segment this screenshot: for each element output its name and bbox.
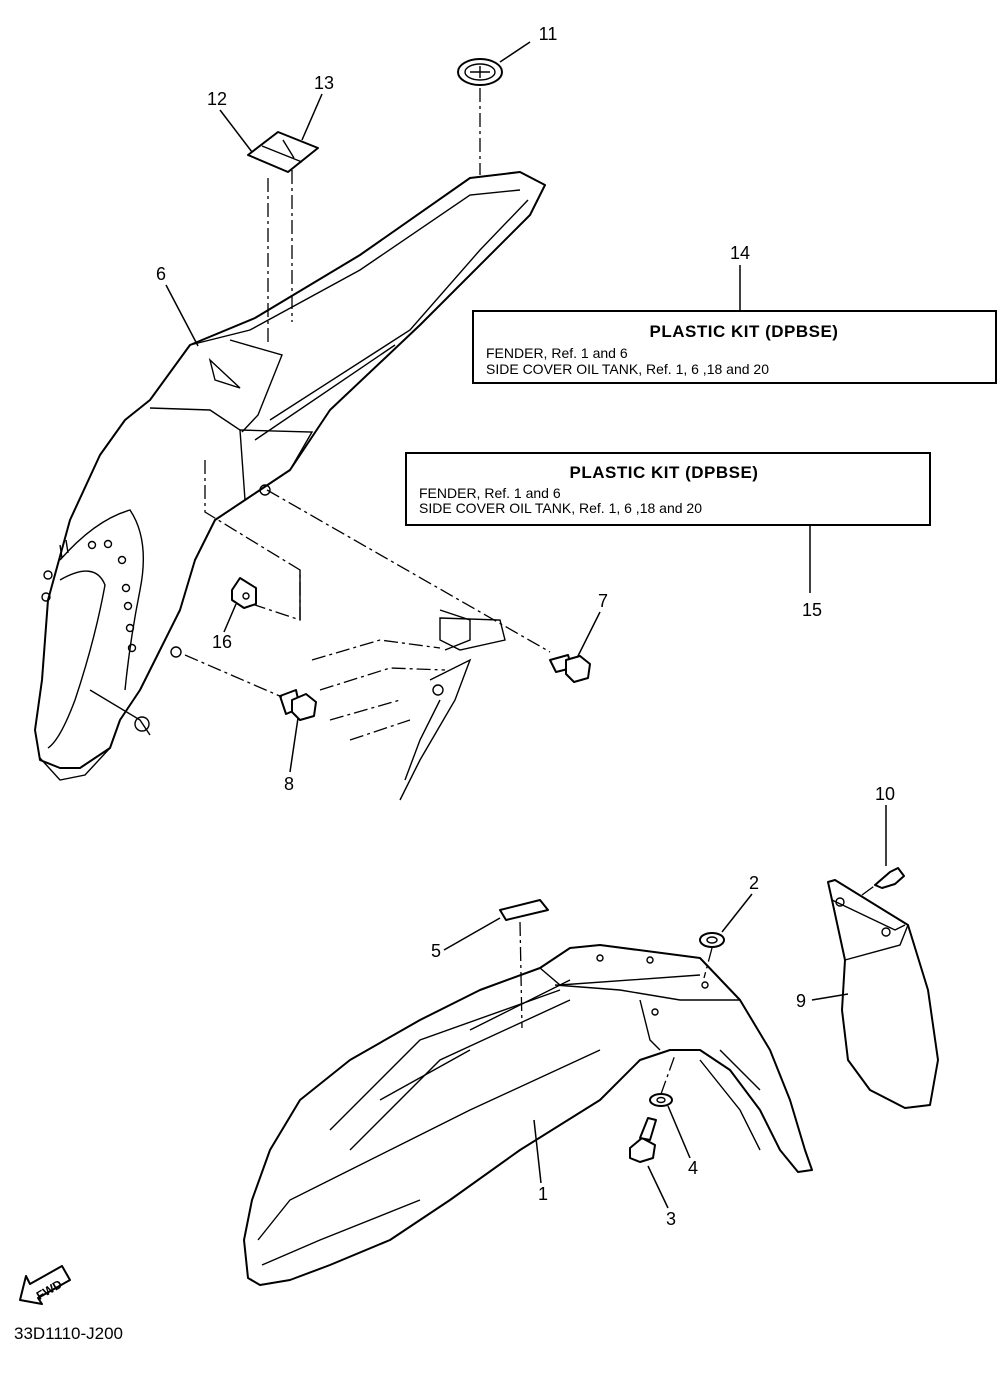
kit-box-15: PLASTIC KIT (DPBSE) FENDER, Ref. 1 and 6… xyxy=(405,452,931,526)
collar-2 xyxy=(699,932,725,948)
callout-1: 1 xyxy=(538,1184,548,1204)
callout-15: 15 xyxy=(802,600,822,620)
callout-7: 7 xyxy=(598,591,608,611)
diagram-code: 33D1110-J200 xyxy=(14,1324,123,1343)
callout-14: 14 xyxy=(730,243,750,263)
callout-3: 3 xyxy=(666,1209,676,1229)
bolt-3 xyxy=(629,1117,657,1163)
kit-title: PLASTIC KIT (DPBSE) xyxy=(650,322,839,341)
bolt-8 xyxy=(279,689,317,721)
callout-12: 12 xyxy=(207,89,227,109)
callout-9: 9 xyxy=(796,991,806,1011)
bolt-7 xyxy=(549,654,591,683)
decal-5 xyxy=(499,899,549,921)
callout-5: 5 xyxy=(431,941,441,961)
kit-title: PLASTIC KIT (DPBSE) xyxy=(570,463,759,482)
callout-2: 2 xyxy=(749,873,759,893)
washer-4 xyxy=(649,1093,673,1107)
decal-12-13 xyxy=(247,131,319,173)
callout-13: 13 xyxy=(314,73,334,93)
callout-8: 8 xyxy=(284,774,294,794)
rear-fender xyxy=(34,171,546,781)
kit-line: SIDE COVER OIL TANK, Ref. 1, 6 ,18 and 2… xyxy=(419,500,702,516)
callout-10: 10 xyxy=(875,784,895,804)
fender-plate xyxy=(827,879,939,1109)
callout-6: 6 xyxy=(156,264,166,284)
kit-box-14: PLASTIC KIT (DPBSE) FENDER, Ref. 1 and 6… xyxy=(472,310,997,384)
kit-line: FENDER, Ref. 1 and 6 xyxy=(486,345,628,361)
callout-4: 4 xyxy=(688,1158,698,1178)
screw-10 xyxy=(874,867,905,889)
callout-11: 11 xyxy=(539,24,558,44)
frame-section xyxy=(311,609,506,801)
callout-16: 16 xyxy=(212,632,232,652)
kit-line: SIDE COVER OIL TANK, Ref. 1, 6 ,18 and 2… xyxy=(486,361,769,377)
forward-arrow-icon: FWD xyxy=(19,1265,71,1305)
kit-line: FENDER, Ref. 1 and 6 xyxy=(419,485,561,501)
front-fender xyxy=(243,944,813,1286)
emblem-11 xyxy=(457,58,503,86)
